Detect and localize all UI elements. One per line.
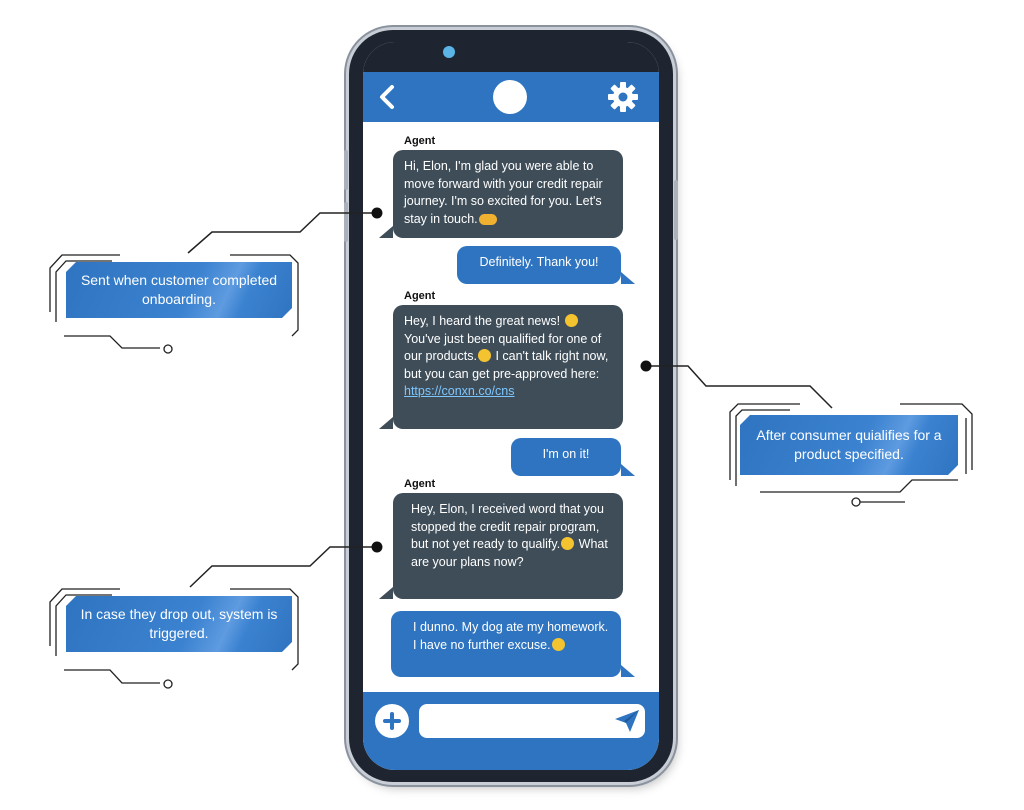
status-bar (363, 42, 659, 72)
chat-header (363, 72, 659, 122)
message-text: Hey, I heard the great news! (404, 314, 561, 328)
sender-label: Agent (404, 290, 436, 302)
send-button[interactable] (615, 710, 639, 732)
camera-icon (443, 46, 455, 58)
message-text: Hey, Elon, I received word that you stop… (411, 502, 604, 551)
user-message-bubble: I'm on it! (511, 438, 635, 476)
emoji-icon (551, 637, 565, 651)
phone-notch (433, 42, 593, 68)
annotation-callout: Sent when customer completed onboarding. (66, 262, 292, 318)
back-button[interactable] (373, 82, 403, 112)
message-text: You've just been qualified for one of ou… (404, 331, 602, 364)
message-text: I'm on it! (542, 447, 590, 461)
sender-label: Agent (404, 478, 436, 490)
message-text: I dunno. My dog ate my homework. I have … (413, 620, 609, 652)
emoji-icon (564, 314, 578, 327)
paper-plane-icon (615, 710, 639, 732)
annotation-text: In case they drop out, system is trigger… (80, 606, 278, 641)
annotation-text: After consumer quialifies for a product … (756, 427, 942, 462)
chat-footer (363, 692, 659, 770)
chat-message-list[interactable]: Agent Hi, Elon, I'm glad you were able t… (363, 122, 659, 692)
message-text: Definitely. Thank you! (479, 255, 599, 269)
user-message-bubble: I dunno. My dog ate my homework. I have … (391, 611, 635, 677)
settings-button[interactable] (607, 81, 639, 113)
add-attachment-button[interactable] (375, 704, 409, 738)
phone-side-button (344, 150, 348, 190)
phone-mockup: Agent Hi, Elon, I'm glad you were able t… (344, 30, 678, 782)
phone-power-button (674, 180, 678, 240)
message-text: Hi, Elon, I'm glad you were able to move… (404, 159, 603, 226)
preapproval-link[interactable]: https://conxn.co/cns (404, 384, 515, 398)
message-text: What are your plans now? (411, 537, 608, 569)
message-input[interactable] (419, 704, 645, 738)
message-text: I can't talk right now, but you can get … (404, 349, 609, 381)
chevron-left-icon (380, 85, 394, 109)
agent-message-bubble: Hey, Elon, I received word that you stop… (379, 493, 623, 599)
sender-label: Agent (404, 135, 436, 147)
handshake-emoji-icon (478, 213, 497, 225)
agent-message-bubble: Hi, Elon, I'm glad you were able to move… (379, 150, 623, 238)
agent-message-bubble: Hey, I heard the great news! You've just… (379, 305, 623, 429)
annotation-callout: In case they drop out, system is trigger… (66, 596, 292, 652)
phone-side-button (344, 202, 348, 242)
user-message-bubble: Definitely. Thank you! (457, 246, 635, 284)
annotation-text: Sent when customer completed onboarding. (80, 272, 278, 307)
phone-screen: Agent Hi, Elon, I'm glad you were able t… (363, 42, 659, 770)
avatar[interactable] (493, 80, 527, 114)
emoji-icon (477, 349, 491, 362)
gear-icon (608, 82, 638, 112)
annotation-callout: After consumer quialifies for a product … (740, 415, 958, 475)
shocked-emoji-icon (561, 537, 575, 550)
